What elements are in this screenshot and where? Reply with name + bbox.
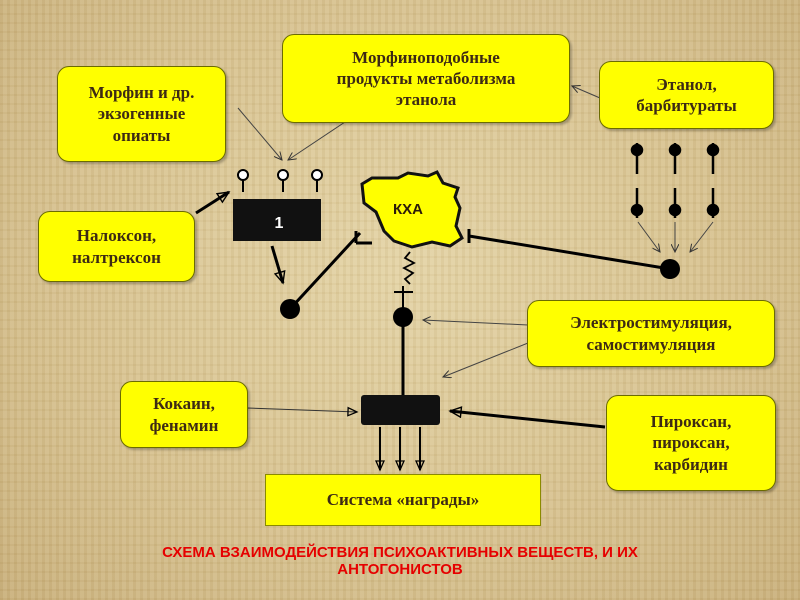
opiate-to-kha-line: [288, 231, 362, 311]
diagram-caption: СХЕМА ВЗАИМОДЕЙСТВИЯ ПСИХОАКТИВНЫХ ВЕЩЕС…: [162, 544, 638, 578]
naloxone-naltrexone-box: Налоксон, налтрексон: [38, 211, 195, 282]
receptor-block-1: [233, 199, 321, 241]
electrostimulation-box: Электростимуляция, самостимуляция: [527, 300, 775, 367]
arrow-cocaine-to-block: [246, 406, 359, 417]
receptor-number: 1: [275, 215, 284, 232]
arrow-morphine-to-receptor: [237, 107, 282, 160]
opiate-receptor-pins: [237, 169, 323, 192]
pyroxan-carbidine-box: Пироксан, пироксан, карбидин: [606, 395, 776, 491]
morphine-like-metabolites-box: Морфиноподобные продукты метаболизма эта…: [282, 34, 570, 123]
arrow-block1-down: [270, 245, 283, 283]
arrow-ethanol-pin-3: [690, 221, 714, 252]
arrow-electro-2: [443, 342, 529, 377]
kha-label: КХА: [393, 201, 423, 218]
morphine-opiates-box: Морфин и др. экзогенные опиаты: [57, 66, 226, 162]
arrow-naloxone-to-receptor: [195, 190, 229, 215]
ethanol-receptor-pins: [630, 143, 720, 218]
reward-system-box: Система «награды»: [265, 474, 541, 526]
ethanol-barbiturates-box: Этанол, барбитураты: [599, 61, 774, 129]
mediator-block: [361, 395, 440, 425]
arrow-electro-1: [423, 320, 529, 326]
arrow-ethanol-pin-1: [637, 221, 660, 252]
cocaine-phenamine-box: Кокаин, фенамин: [120, 381, 248, 448]
kha-to-ethanol-line: [468, 234, 671, 271]
kha-synapse-squiggle: [402, 251, 416, 285]
kha-nucleus-shape: [360, 170, 464, 249]
arrow-morphinelike-to-receptor: [288, 121, 346, 160]
arrow-pyroxan-to-block: [450, 411, 606, 429]
ethanol-neuron-node: [660, 259, 680, 279]
arrow-ethanol-to-kha: [572, 86, 601, 99]
